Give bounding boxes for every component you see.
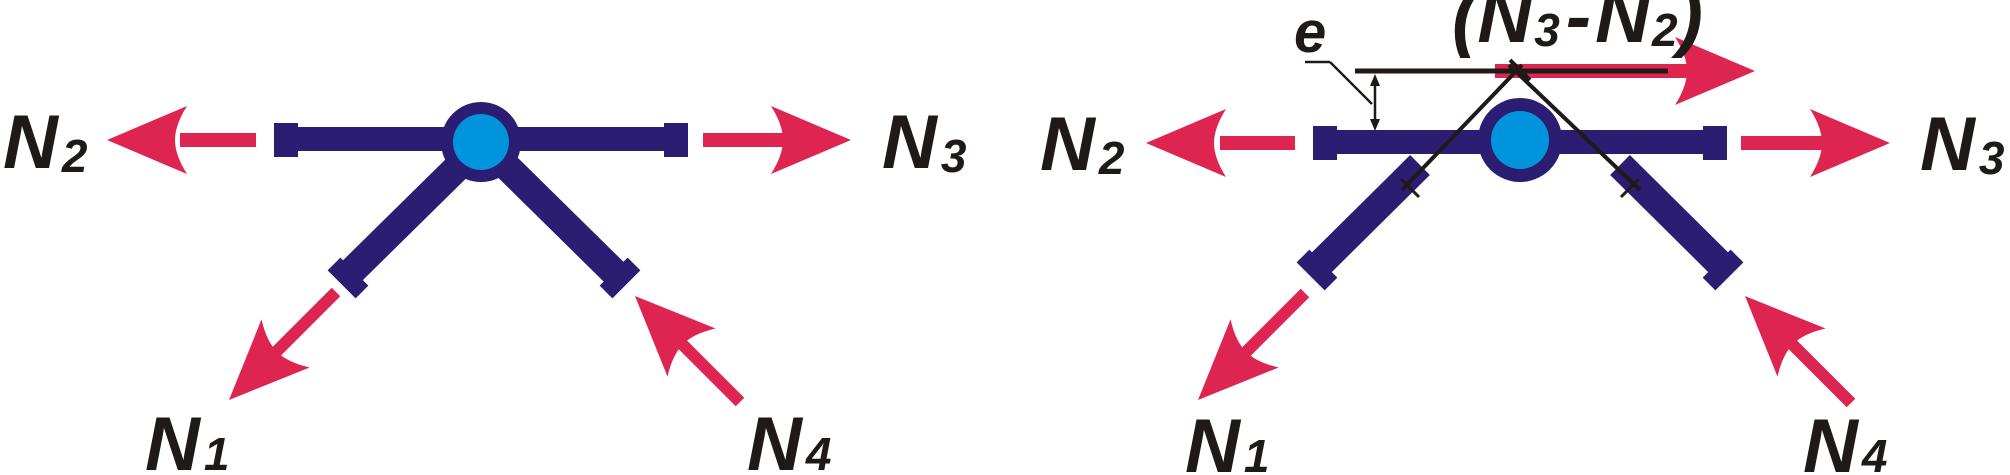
right-n4-label: N4 xyxy=(1803,404,1887,475)
eccentricity-label: e xyxy=(1294,0,1326,65)
right-n4-arrow xyxy=(1720,271,1856,408)
left-joint-diagram: N2 N3 N1 N4 xyxy=(3,100,967,475)
left-n3-label: N3 xyxy=(882,100,967,185)
left-diagonal-members xyxy=(335,140,630,288)
resultant-label: (N3-N2) xyxy=(1452,0,1703,59)
left-n4-arrow xyxy=(610,271,745,407)
left-joint-node xyxy=(441,102,521,182)
left-diagonal-end-caps xyxy=(327,257,641,299)
left-n1-arrow xyxy=(204,287,341,425)
right-n3-label: N3 xyxy=(1920,102,2005,187)
left-n2-arrow xyxy=(107,106,256,174)
right-joint-node xyxy=(1478,98,1562,182)
right-n1-arrow xyxy=(1173,288,1310,425)
left-n3-arrow xyxy=(703,106,851,174)
right-n2-label: N2 xyxy=(1040,102,1125,187)
left-n4-label: N4 xyxy=(747,402,831,475)
right-diagonal-end-caps xyxy=(1296,249,1744,291)
right-diagonal-members xyxy=(1304,155,1736,280)
right-n2-arrow xyxy=(1146,109,1295,177)
left-n1-label: N1 xyxy=(145,402,229,475)
right-n3-arrow xyxy=(1741,109,1890,177)
right-joint-diagram: e N2 N3 N1 N4 (N3-N2) xyxy=(1040,0,2005,475)
right-n1-label: N1 xyxy=(1185,404,1269,475)
eccentricity-dimension xyxy=(1305,60,1380,131)
construction-lines xyxy=(1355,58,1668,199)
left-n2-label: N2 xyxy=(3,100,88,185)
